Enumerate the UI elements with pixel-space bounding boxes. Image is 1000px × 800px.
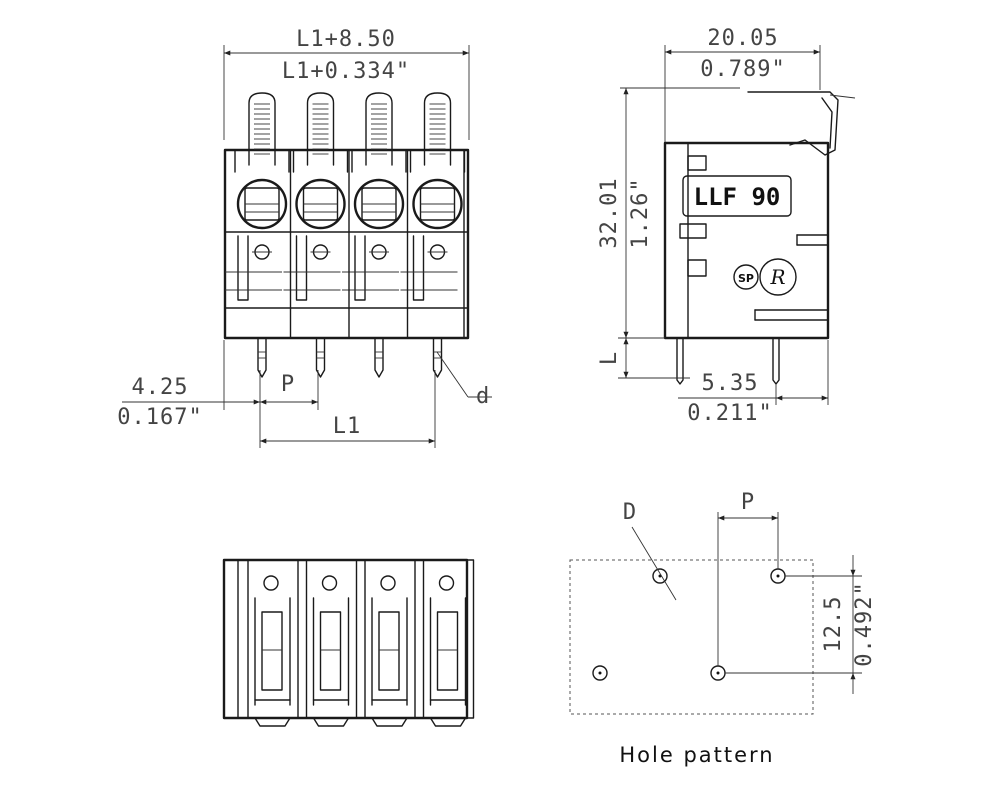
- offset-in: 0.167": [117, 405, 202, 430]
- lever-tab: [423, 92, 452, 166]
- product-label: LLF 90: [694, 183, 781, 211]
- wire-entry: [353, 178, 405, 230]
- wire-entry: [236, 178, 288, 230]
- span-label: L1: [333, 414, 362, 439]
- pin-offset-in: 0.211": [687, 401, 772, 426]
- row-spacing-mm: 12.5: [821, 596, 846, 653]
- overall-width-mm: L1+8.50: [296, 27, 396, 52]
- side-view: 20.05 0.789" LLF 90 SP R 32.01 1.26": [597, 26, 856, 426]
- pole: [400, 92, 466, 378]
- pitch-label: P: [281, 372, 295, 397]
- bottom-view: [222, 558, 475, 727]
- bottom-hole: [438, 575, 455, 591]
- bottom-pole: [422, 559, 475, 727]
- overall-width-in: L1+0.334": [282, 59, 410, 84]
- lever-tab: [365, 92, 393, 166]
- bottom-pole: [364, 559, 416, 727]
- bottom-hole: [321, 575, 338, 591]
- pole: [283, 92, 349, 378]
- front-poles: [225, 92, 466, 378]
- svg-text:SP: SP: [738, 272, 754, 285]
- bottom-pole: [247, 559, 299, 727]
- lever-tab: [306, 92, 335, 166]
- hole-pattern-outline: [569, 559, 814, 715]
- front-view: L1+8.50 L1+0.334" 4.25 0.167" P L1 d: [117, 27, 492, 448]
- wire-entry: [412, 178, 463, 230]
- pin-diameter-label: d: [476, 384, 490, 409]
- pin-offset-mm: 5.35: [702, 371, 759, 396]
- pole: [225, 92, 290, 378]
- hole-pattern-caption: Hole pattern: [619, 743, 774, 767]
- ur-mark-icon: [759, 258, 797, 296]
- svg-text:R: R: [769, 265, 785, 289]
- pole: [342, 92, 407, 378]
- depth-in: 0.789": [700, 57, 785, 82]
- side-lever: [747, 91, 839, 156]
- hole-pitch-label: P: [741, 490, 755, 515]
- bottom-hole: [263, 575, 279, 591]
- bottom-hole: [380, 575, 396, 591]
- bottom-pole: [305, 559, 358, 727]
- hole-pattern: D P 12.5 0.492" Hole pattern: [569, 490, 877, 767]
- pin: [432, 337, 443, 378]
- hole-diameter-label: D: [623, 500, 637, 525]
- height-in: 1.26": [628, 177, 653, 248]
- row-spacing-in: 0.492": [852, 581, 877, 666]
- front-housing: [223, 148, 470, 340]
- pin-length-label: L: [597, 351, 622, 365]
- pin: [315, 337, 326, 378]
- product-label-box: [682, 175, 792, 217]
- hole: [710, 665, 726, 681]
- lever-tab: [248, 92, 276, 166]
- csa-mark-icon: [733, 264, 759, 290]
- pin: [374, 337, 384, 378]
- depth-mm: 20.05: [707, 26, 778, 51]
- offset-mm: 4.25: [132, 375, 189, 400]
- height-mm: 32.01: [597, 177, 622, 248]
- pin: [257, 337, 267, 378]
- side-housing: [663, 141, 830, 340]
- hole: [770, 568, 786, 584]
- hole: [592, 665, 608, 681]
- wire-entry: [295, 178, 346, 230]
